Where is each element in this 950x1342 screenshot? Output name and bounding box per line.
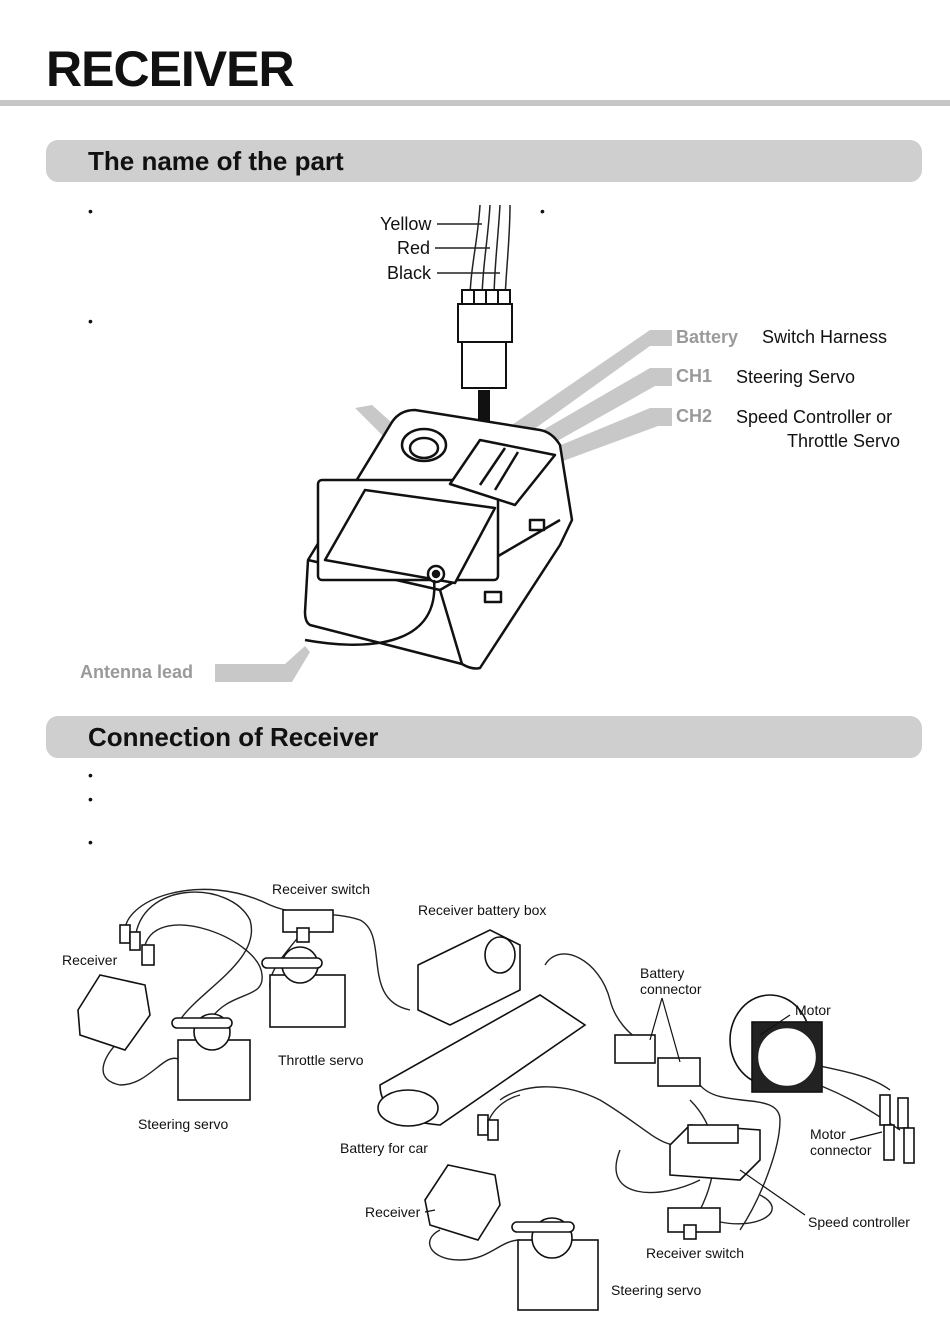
bullet: • [540, 203, 545, 219]
label-receiver-switch-top: Receiver switch [272, 881, 371, 897]
label-throttle-servo: Throttle servo [278, 1052, 364, 1068]
bullet: • [88, 313, 93, 329]
wire-label-black: Black [387, 263, 432, 283]
receiver-part-diagram [215, 204, 672, 682]
antenna-callout [215, 646, 310, 682]
bullet: • [88, 767, 93, 783]
antenna-lead-label: Antenna lead [80, 662, 194, 682]
label-receiver-bottom: Receiver [365, 1204, 421, 1220]
wire-label-red: Red [397, 238, 431, 258]
battery-callout [490, 330, 672, 450]
label-motor: Motor [795, 1002, 831, 1018]
antenna-wire [304, 579, 436, 646]
page-title: RECEIVER [46, 41, 295, 97]
label-speed-controller: Speed controller [808, 1214, 910, 1230]
label-receiver-switch-bottom: Receiver switch [646, 1245, 745, 1261]
title-divider [0, 100, 950, 106]
section-title: The name of the part [88, 146, 344, 176]
port-ch1-desc: Steering Servo [736, 367, 856, 387]
wire-label-yellow: Yellow [380, 214, 432, 234]
section-header-connection: Connection of Receiver [46, 716, 922, 758]
port-battery-name: Battery [676, 327, 739, 347]
port-battery-desc: Switch Harness [762, 327, 888, 347]
port-ch2-desc: Speed Controller or [736, 407, 893, 427]
label-receiver-battery-box: Receiver battery box [418, 902, 547, 918]
bullet: • [88, 834, 93, 850]
section-header-part-names: The name of the part [46, 140, 922, 182]
label-steering-servo-bottom: Steering servo [611, 1282, 702, 1298]
label-motor-connector: Motor connector [810, 1126, 872, 1158]
port-ch2-desc-line2: Throttle Servo [787, 431, 901, 451]
port-ch1-name: CH1 [676, 366, 713, 386]
label-steering-servo-top: Steering servo [138, 1116, 229, 1132]
port-ch2-name: CH2 [676, 406, 713, 426]
label-battery-connector: Battery connector [640, 965, 702, 997]
bullet: • [88, 203, 93, 219]
bullet: • [88, 791, 93, 807]
label-receiver-top: Receiver [62, 952, 118, 968]
label-battery-for-car: Battery for car [340, 1140, 428, 1156]
section-title: Connection of Receiver [88, 722, 379, 752]
